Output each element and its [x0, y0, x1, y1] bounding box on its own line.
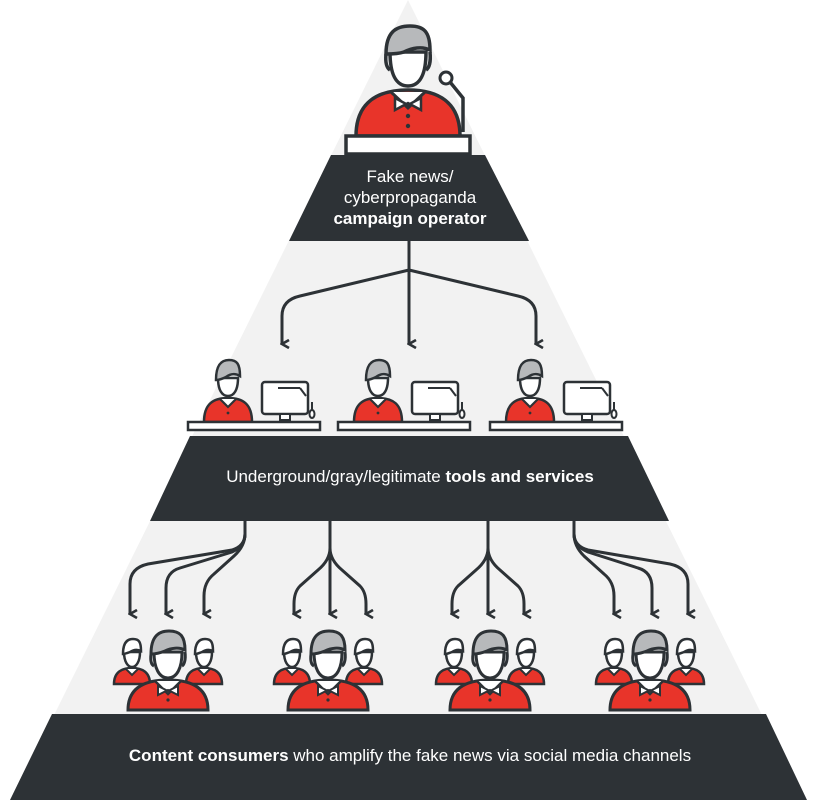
pyramid-background	[12, 0, 804, 800]
consumer-group-icon	[596, 631, 704, 710]
consumer-group-icon	[114, 631, 222, 710]
tier3-label: Content consumers who amplify the fake n…	[20, 745, 800, 767]
tier3-band	[10, 714, 807, 800]
tier2-label: Underground/gray/legitimate tools and se…	[150, 466, 670, 488]
tier1-label-bold: campaign operator	[333, 209, 487, 228]
arrows-tier2-to-tier3	[130, 521, 688, 614]
consumer-group-icon	[436, 631, 544, 710]
tier2-label-regular: Underground/gray/legitimate	[226, 467, 446, 486]
tier2-band	[150, 436, 669, 521]
tier3-label-bold: Content consumers	[128, 746, 289, 765]
tier1-label: Fake news/ cyberpropaganda campaign oper…	[300, 166, 520, 229]
tier1-band	[289, 155, 529, 241]
tier2-label-bold: tools and services	[445, 467, 594, 486]
arrows-tier1-to-tier2	[282, 241, 536, 344]
tier1-label-line2: cyberpropaganda	[343, 188, 477, 207]
consumer-group-icon	[274, 631, 382, 710]
tier3-label-regular: who amplify the fake news via social med…	[288, 746, 692, 765]
tier1-label-line1: Fake news/	[366, 167, 454, 186]
